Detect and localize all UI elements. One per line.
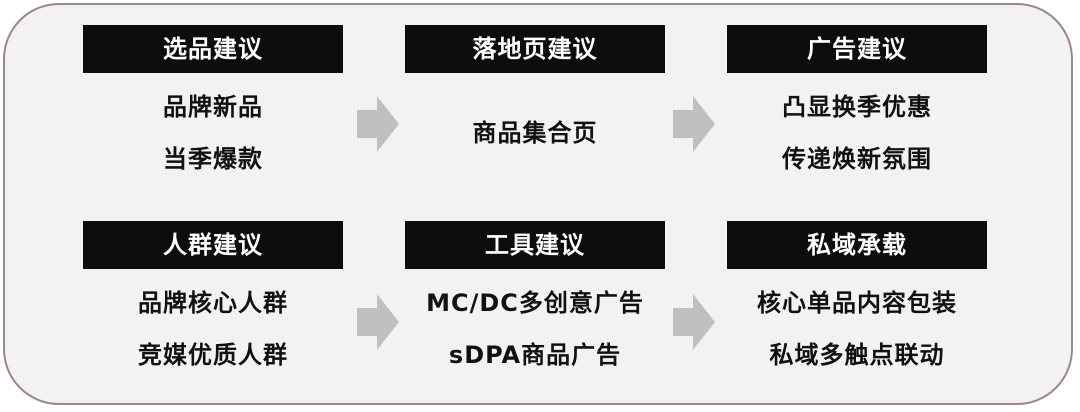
block-items: 商品集合页 [405,73,665,193]
block-landing-page: 落地页建议 商品集合页 [405,25,665,193]
block-items: 品牌新品 当季爆款 [83,73,343,193]
block-items: 凸显换季优惠 传递焕新氛围 [727,73,987,193]
block-private-domain: 私域承载 核心单品内容包装 私域多触点联动 [727,221,987,389]
block-product-selection: 选品建议 品牌新品 当季爆款 [83,25,343,193]
block-advertising: 广告建议 凸显换季优惠 传递焕新氛围 [727,25,987,193]
block-item: 私域多触点联动 [769,341,945,369]
block-item: 商品集合页 [472,119,598,147]
right-arrow-icon [357,294,399,350]
block-tools: 工具建议 MC/DC多创意广告 sDPA商品广告 [405,221,665,389]
block-title: 私域承载 [727,221,987,269]
block-title: 工具建议 [405,221,665,269]
block-title: 人群建议 [83,221,343,269]
block-item: 品牌新品 [163,93,263,121]
block-item: 竞媒优质人群 [138,341,288,369]
block-item: 凸显换季优惠 [782,93,932,121]
block-items: MC/DC多创意广告 sDPA商品广告 [405,269,665,389]
block-title: 选品建议 [83,25,343,73]
block-item: 当季爆款 [163,145,263,173]
right-arrow-icon [673,294,715,350]
right-arrow-icon [357,96,399,152]
block-item: sDPA商品广告 [448,341,622,369]
block-item: 品牌核心人群 [138,289,288,317]
block-item: 核心单品内容包装 [757,289,957,317]
block-audience: 人群建议 品牌核心人群 竞媒优质人群 [83,221,343,389]
block-item: 传递焕新氛围 [782,145,932,173]
block-title: 广告建议 [727,25,987,73]
block-item: MC/DC多创意广告 [426,289,644,317]
block-title: 落地页建议 [405,25,665,73]
block-items: 品牌核心人群 竞媒优质人群 [83,269,343,389]
right-arrow-icon [673,96,715,152]
block-items: 核心单品内容包装 私域多触点联动 [727,269,987,389]
